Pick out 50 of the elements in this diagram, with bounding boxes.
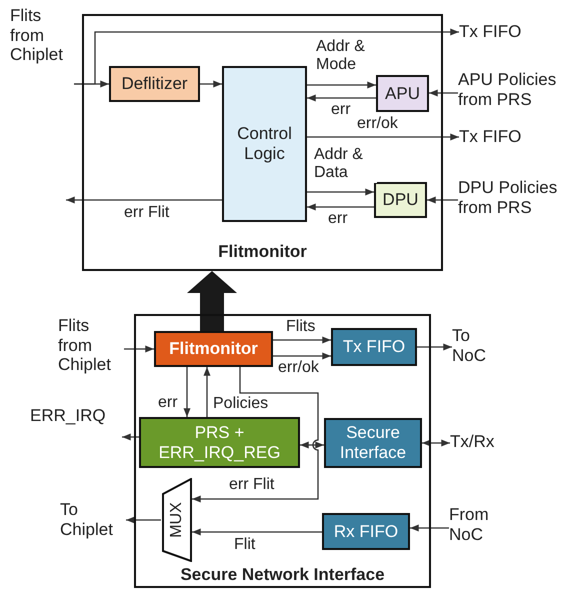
frame-title: Flitmonitor — [217, 242, 308, 262]
edge-label: Addr & Data — [313, 146, 377, 183]
signal-label: Tx FIFO — [459, 127, 539, 147]
signal-label: APU Policies from PRS — [458, 70, 576, 118]
arrow — [427, 196, 458, 204]
arrow — [307, 134, 459, 140]
process-block: PRS + ERR_IRQ_REG — [139, 417, 300, 468]
signal-label: To Chiplet — [60, 500, 126, 546]
block-arrow — [187, 271, 237, 331]
arrow — [429, 90, 458, 96]
arrow — [122, 434, 139, 440]
arrow — [307, 204, 374, 210]
signal-label: Tx/Rx — [450, 432, 506, 454]
double-arrow — [422, 440, 450, 446]
frame-title: Secure Network Interface — [179, 565, 386, 585]
arrow — [192, 528, 322, 536]
double-arrow — [300, 442, 324, 448]
arrow — [410, 524, 449, 532]
arrow — [124, 346, 154, 352]
arrow — [184, 367, 190, 417]
process-block: Tx FIFO — [331, 328, 417, 366]
signal-label: DPU Policies from PRS — [458, 178, 576, 226]
arrow — [417, 344, 452, 350]
module-frame — [134, 314, 431, 588]
arrow — [66, 196, 222, 204]
arrow — [200, 80, 222, 88]
process-block: DPU — [374, 182, 427, 218]
process-block: Deflitizer — [109, 66, 200, 102]
arrow — [307, 188, 374, 196]
process-block: Rx FIFO — [322, 513, 410, 550]
process-block: Flitmonitor — [154, 331, 273, 367]
process-block: Control Logic — [222, 66, 307, 222]
arrow — [273, 352, 331, 360]
signal-label: To NoC — [452, 326, 500, 372]
multiplexer-symbol: MUX — [161, 478, 192, 562]
arrow — [192, 367, 319, 502]
module-frame — [82, 14, 443, 271]
arrow — [273, 336, 331, 344]
arrow — [307, 94, 376, 102]
process-block: Secure Interface — [324, 418, 422, 468]
signal-label: Flits from Chiplet — [58, 316, 124, 382]
arrow — [74, 28, 459, 85]
signal-label: Flits from Chiplet — [10, 6, 74, 88]
process-block: APU — [376, 75, 429, 112]
arrow — [307, 82, 376, 88]
signal-label: ERR_IRQ — [30, 406, 122, 446]
signal-label: Tx FIFO — [459, 22, 539, 42]
arrow — [204, 367, 210, 417]
signal-label: From NoC — [449, 505, 501, 553]
arrow — [126, 516, 161, 524]
